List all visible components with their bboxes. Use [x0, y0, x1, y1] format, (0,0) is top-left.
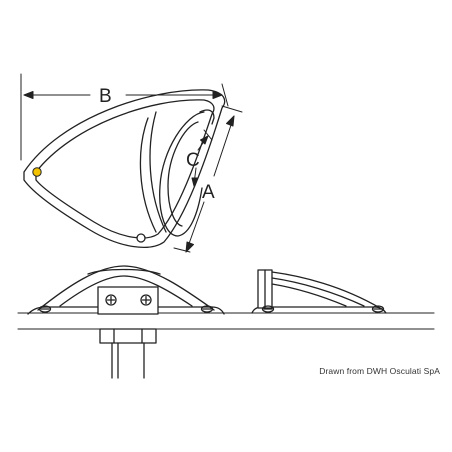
- label-dimension-c: C: [186, 150, 200, 171]
- duct-tube: [111, 342, 145, 379]
- hex-nut: [99, 328, 157, 344]
- screw-cross: [141, 295, 151, 305]
- profile-cowl-shade: [271, 277, 365, 307]
- arrow-head: [200, 135, 209, 145]
- side-profile: [251, 269, 387, 314]
- screw-cross: [106, 295, 116, 305]
- dimension-c: [191, 129, 213, 187]
- profile-cowl-top: [271, 271, 381, 309]
- vent-inner-outline: [35, 99, 215, 239]
- dome-ridge: [87, 268, 161, 275]
- cowl-shading-line: [149, 111, 167, 233]
- mounting-screw: [371, 305, 385, 313]
- cowl-opening-outer: [159, 111, 205, 237]
- rivet-yellow: [32, 167, 42, 177]
- block-screw: [105, 294, 117, 306]
- cowl-opening-inner: [167, 121, 199, 227]
- label-dimension-a: A: [202, 182, 215, 203]
- dimension-line-a: [213, 115, 235, 177]
- dome-outer: [37, 265, 215, 311]
- dimension-b: [20, 73, 229, 161]
- rivet: [136, 233, 146, 243]
- vent-outer-outline: [23, 89, 226, 248]
- front-elevation: [27, 265, 225, 379]
- deck-panel: [17, 312, 435, 330]
- profile-cowl-shade: [271, 283, 347, 307]
- extension-line-a-top: [221, 105, 243, 113]
- extension-line-c: [203, 129, 213, 141]
- top-view: [23, 89, 226, 248]
- arrow-head: [185, 241, 194, 253]
- drawing-credit: Drawn from DWH Osculati SpA: [319, 366, 440, 376]
- dome-inner: [59, 275, 193, 307]
- block-screw: [140, 294, 152, 306]
- cowl-shading-line: [139, 117, 157, 233]
- mounting-screw: [38, 305, 52, 313]
- mounting-screw: [261, 305, 275, 313]
- arrow-head: [212, 91, 223, 99]
- extension-line-right: [221, 83, 229, 107]
- cowl-lip: [199, 109, 215, 125]
- label-dimension-b: B: [99, 86, 112, 107]
- arrow-head: [226, 115, 235, 127]
- mounting-screw: [200, 305, 214, 313]
- arrow-head: [191, 177, 198, 187]
- dimension-a: [173, 105, 243, 253]
- arrow-head: [23, 91, 34, 99]
